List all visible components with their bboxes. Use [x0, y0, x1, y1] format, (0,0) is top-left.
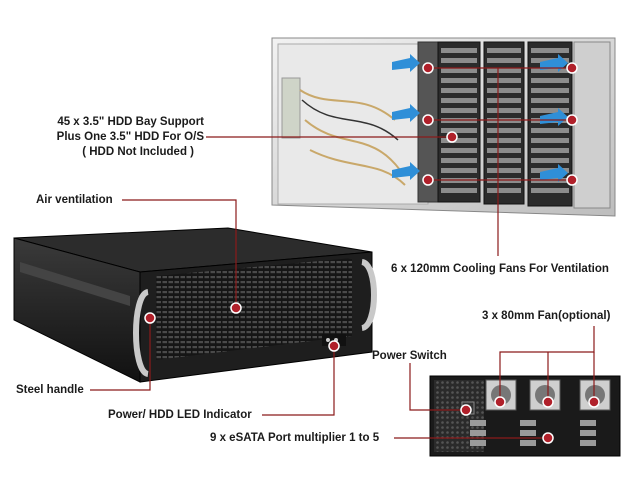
fan-optional-label: 3 x 80mm Fan(optional) — [482, 310, 611, 322]
led-indicator-label: Power/ HDD LED Indicator — [108, 409, 252, 421]
air-ventilation-label: Air ventilation — [36, 194, 113, 206]
airflow-arrow-icons — [392, 54, 568, 182]
front-chassis-image — [13, 227, 377, 383]
steel-handle-label: Steel handle — [16, 384, 84, 396]
open-chassis-image — [271, 37, 616, 217]
rear-panel-image — [429, 375, 621, 457]
callout-dots — [144, 62, 600, 444]
hdd-bay-line1: 45 x 3.5" HDD Bay Support — [57, 116, 204, 128]
cooling-fans-label: 6 x 120mm Cooling Fans For Ventilation — [391, 263, 609, 275]
power-switch-label: Power Switch — [372, 350, 447, 362]
hdd-bay-callout: 45 x 3.5" HDD Bay Support Plus One 3.5" … — [20, 115, 204, 160]
leader-lines — [90, 67, 595, 439]
hdd-bay-line2: Plus One 3.5" HDD For O/S — [56, 131, 204, 143]
hdd-bay-line3: ( HDD Not Included ) — [82, 146, 194, 158]
esata-label: 9 x eSATA Port multiplier 1 to 5 — [210, 432, 380, 444]
esata-ports — [470, 420, 596, 446]
